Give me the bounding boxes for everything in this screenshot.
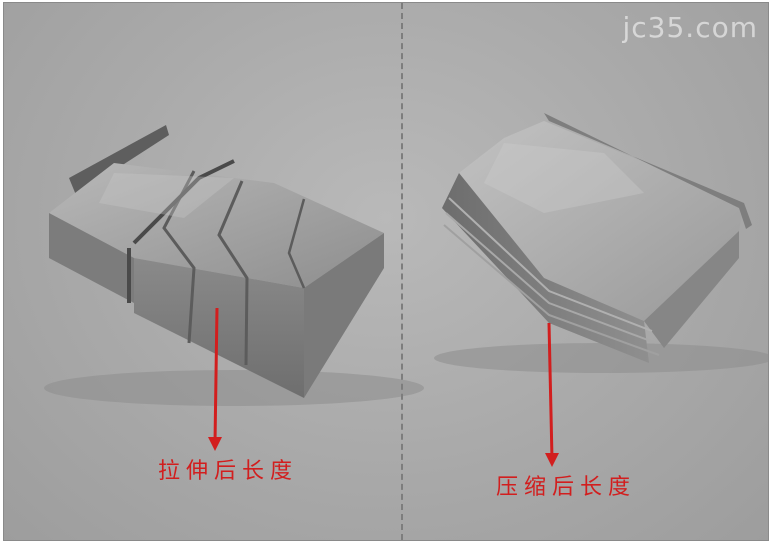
stretched-cover [44,125,424,406]
arrow-compressed [545,322,559,467]
photo-frame: jc35.com 拉伸后长度 压缩后长度 [3,2,769,541]
compressed-cover [434,113,768,373]
product-photo [44,113,768,467]
caption-stretched-length: 拉伸后长度 [158,459,299,484]
center-divider [401,3,403,540]
caption-compressed-length: 压缩后长度 [496,475,637,500]
watermark-text: jc35.com [622,11,758,44]
arrow-stretched [208,307,222,451]
